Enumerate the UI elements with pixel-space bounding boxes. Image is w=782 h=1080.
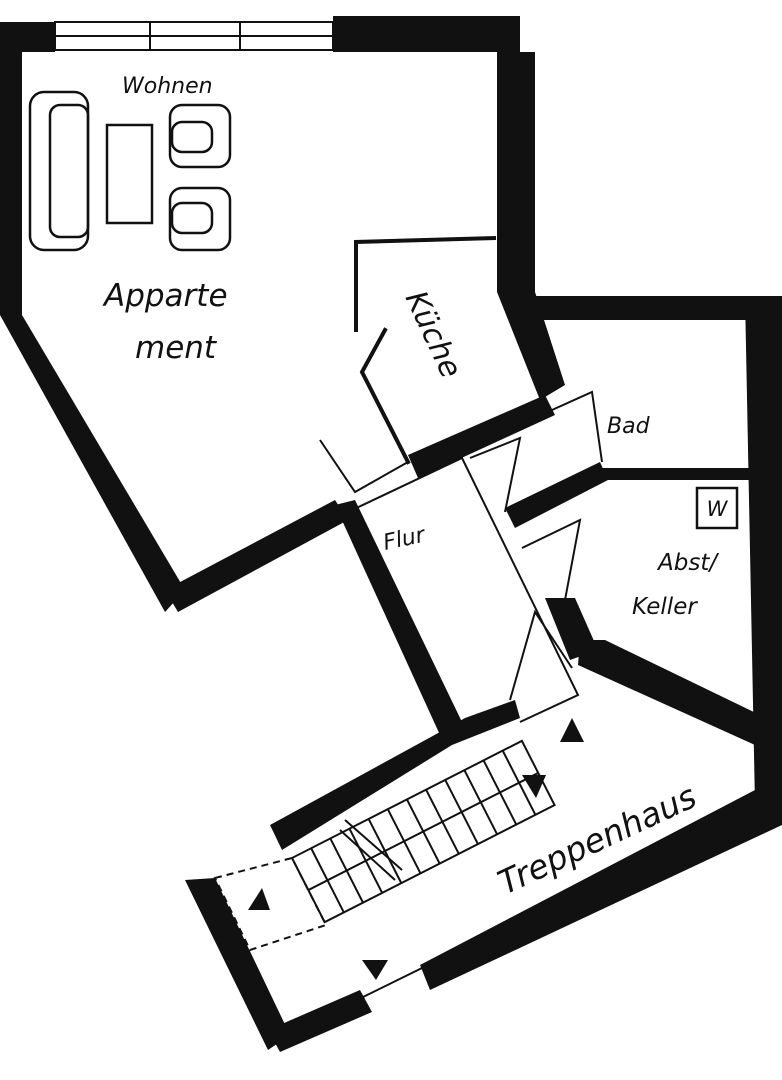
wall-storage-bottom (578, 640, 760, 745)
stair-tread (329, 838, 364, 904)
wall-right (745, 296, 782, 805)
armchair-top-inner (170, 120, 214, 154)
washer-label: W (707, 497, 729, 521)
wall-kitchen-diagonal (497, 292, 565, 400)
coffee-table (105, 123, 154, 225)
wall-storage-pillar (545, 598, 598, 660)
stair-tread (386, 808, 422, 874)
door-apartment (319, 439, 409, 494)
stair-tread (367, 818, 403, 884)
door-storage (521, 518, 582, 601)
wall-kitchen-flur (408, 395, 555, 478)
stair-tread (310, 847, 345, 913)
stair-tread (425, 789, 460, 855)
door-bath (551, 390, 603, 463)
label-apartment-2: ment (135, 330, 218, 366)
wall-bath-flur (505, 462, 608, 528)
wall-diagonal-left (0, 315, 185, 612)
wall-flur-left (335, 500, 462, 735)
stair-landing-dashed (213, 856, 328, 952)
label-abst: Abst/ (656, 550, 719, 576)
wall-stair-left (185, 878, 290, 1050)
stair-tread (482, 759, 518, 825)
label-wohnen: Wohnen (122, 74, 213, 99)
arrow-down-bottom-icon (362, 960, 388, 980)
door-entrance (356, 967, 423, 1001)
label-kueche: Küche (398, 286, 469, 384)
kitchen-partitions (354, 235, 497, 465)
armchair-top-outer (168, 103, 232, 169)
wall-living-right (497, 52, 535, 292)
kitchen-counter-line (354, 235, 497, 332)
wall-stair-bottom-left (268, 990, 372, 1052)
door-kitchen-flur (469, 436, 522, 513)
kitchen-diagonal-line (359, 327, 411, 465)
arrow-up-icon (560, 718, 584, 742)
stair-tread (501, 750, 537, 816)
arrow-up-left-icon (248, 888, 270, 910)
stair-break-line-2 (344, 819, 403, 871)
wall-left (0, 52, 22, 315)
doors (319, 390, 603, 1001)
wall-stair-upper (270, 700, 520, 850)
window-top (54, 21, 334, 51)
sofa-outer (28, 90, 90, 252)
washer-symbol: W (695, 486, 739, 530)
wall-stair-bottom-right (420, 790, 782, 990)
label-keller: Keller (632, 594, 698, 620)
direction-arrows (248, 718, 584, 980)
label-bad: Bad (607, 414, 651, 439)
flur-outline (347, 456, 580, 723)
wall-bath-bottom (595, 468, 755, 480)
sofa-inner (48, 103, 90, 239)
wall-living-bottom (165, 500, 348, 612)
room-labels: Wohnen Apparte ment Küche Bad Flur Abst/… (102, 74, 719, 902)
stair-tread (444, 779, 479, 845)
exterior-walls (0, 16, 782, 1052)
door-stairwell (509, 609, 573, 701)
stair-tread (406, 798, 441, 865)
label-apartment-1: Apparte (102, 278, 228, 314)
stair-break-line (339, 829, 396, 881)
label-flur: Flur (381, 522, 429, 556)
armchair-bottom-inner (170, 201, 214, 235)
stair-tread (348, 828, 384, 894)
staircase (213, 739, 556, 952)
arrow-down-icon (522, 775, 546, 798)
wall-bath-top (535, 296, 782, 320)
wall-top-right (333, 16, 520, 52)
stair-tread (463, 769, 498, 835)
wall-top-left (0, 22, 55, 52)
armchair-bottom-outer (168, 186, 232, 252)
living-furniture (28, 90, 232, 252)
